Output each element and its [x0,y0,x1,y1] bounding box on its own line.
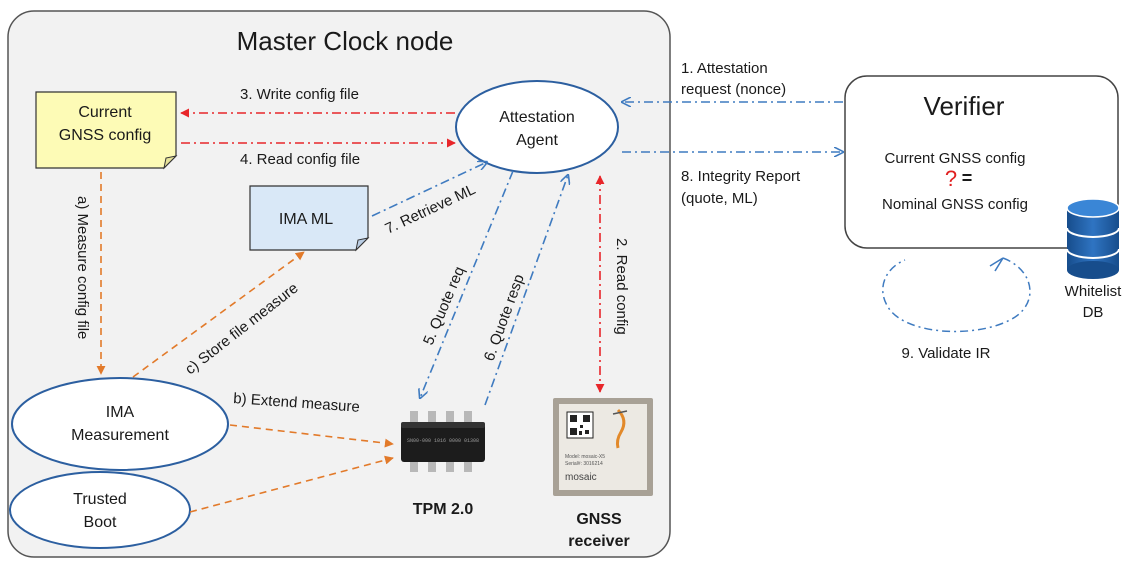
verifier-title: Verifier [924,91,1005,121]
edge-retrieve-ml [371,162,487,217]
edge-extend-measure [229,424,394,448]
gnss-config-label-1: Current [78,104,132,121]
trusted-boot-node [9,471,191,549]
attestation-agent-label-1: Attestation [499,109,575,126]
edge-read-config-file-label: 4. Read config file [240,151,360,168]
edge-quote-req [420,170,514,398]
whitelist-db-label-1: Whitelist [1065,283,1123,300]
tpm-label: TPM 2.0 [413,501,474,518]
edge-quote-resp [484,175,568,406]
gnss-receiver-label-2: receiver [568,533,629,550]
verifier-box [844,75,1119,249]
edge-measure-config-label: a) Measure config file [74,196,91,339]
ima-measurement-label-1: IMA [106,404,135,421]
verifier-equals: = [962,168,973,188]
edge-attestation-request-label-1: 1. Attestation [681,60,768,77]
trusted-boot-label-1: Trusted [73,491,127,508]
validate-ir-loop [882,257,1031,333]
verifier-nominal-config: Nominal GNSS config [882,196,1028,213]
validate-ir-label: 9. Validate IR [902,345,991,362]
tpm-chip-icon [401,411,485,472]
edge-integrity-report-label-2: (quote, ML) [681,190,758,207]
gnss-receiver-icon [553,398,653,496]
gnss-module-serial: Serial#: 3016214 [565,461,603,467]
edge-integrity-report-label-1: 8. Integrity Report [681,168,801,185]
ima-measurement-node [11,377,229,471]
whitelist-db-label-2: DB [1083,304,1104,321]
gnss-module-model: Model: mosaic-X5 [565,454,605,460]
ima-ml-note [249,185,370,252]
gnss-receiver-label-1: GNSS [576,511,622,528]
database-icon [1066,198,1120,279]
tpm-chip-marking: SN00-000 1016 0000 01308 [407,438,479,444]
verifier-current-config: Current GNSS config [885,150,1026,167]
master-node-title: Master Clock node [237,26,454,56]
gnss-config-label-2: GNSS config [59,127,151,144]
gnss-config-note [35,91,178,170]
ima-ml-label: IMA ML [279,211,333,228]
gnss-module-brand: mosaic [565,472,597,483]
edge-attestation-request-label-2: request (nonce) [681,81,786,98]
edge-read-config-label: 2. Read config [613,238,630,335]
attestation-agent-node [455,80,619,174]
verifier-question-mark: ? [945,166,957,191]
trusted-boot-label-2: Boot [84,514,117,531]
edge-write-config-label: 3. Write config file [240,86,359,103]
ima-measurement-label-2: Measurement [71,427,169,444]
attestation-agent-label-2: Agent [516,132,558,149]
